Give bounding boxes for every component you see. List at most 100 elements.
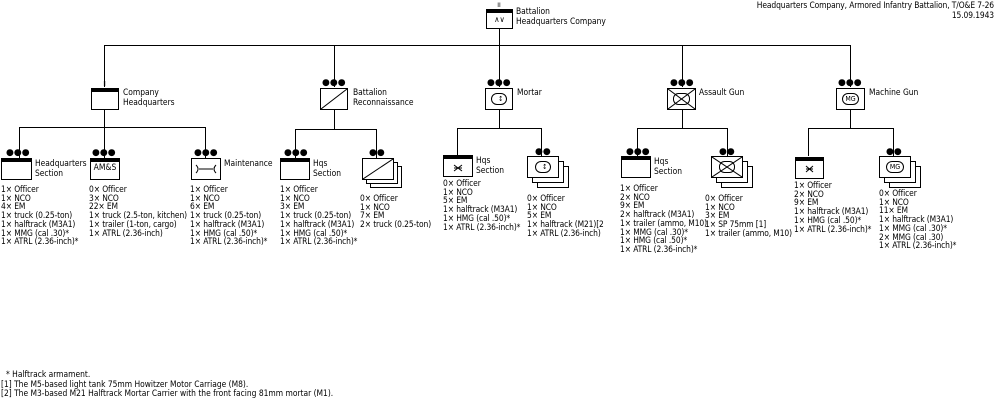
- roster-line: 1× Officer: [1, 184, 39, 194]
- coy-hq-label-1: Company: [123, 87, 159, 97]
- coy-hq-symbol: [91, 88, 119, 110]
- mortar-hqs-label-2: Section: [476, 165, 504, 175]
- mg-rank-dots: ●●●: [838, 78, 862, 88]
- ams-rank-dots: ●●●: [92, 148, 116, 158]
- roster-line: 1× ATRL (2.36-inch)*: [879, 240, 957, 251]
- roster-line: 1× halftrack (M3A1): [794, 206, 869, 217]
- roster-line: 1× HMG (cal .50)*: [443, 212, 511, 223]
- roster-line: 1× NCO: [705, 201, 735, 212]
- roster-line: 2× halftrack (M3A1): [620, 209, 695, 220]
- recon-hqs-label-2: Section: [313, 168, 341, 178]
- footnote-1: [1] The M5-based light tank 75mm Howitze…: [1, 378, 249, 389]
- roster-line: 1× Officer: [190, 184, 228, 194]
- mortar-symbol: ↕: [485, 88, 513, 110]
- assault-rank-dots: ●●●: [670, 78, 694, 88]
- recon-hqs-symbol: [280, 158, 310, 180]
- roster-line: 1× truck (0.25-ton): [280, 210, 352, 221]
- roster-line: 1× truck (0.25-ton): [1, 210, 73, 221]
- wrench-icon: [195, 164, 217, 174]
- recon-rank-dots: ●●●: [322, 78, 346, 88]
- battalion-hq-symbol: ∧∨: [486, 9, 513, 29]
- roster-line: 2× MMG (cal .30): [879, 231, 944, 242]
- roster-line: 1× halftrack (M3A1): [443, 204, 518, 215]
- roster-line: 0× Officer: [527, 193, 565, 203]
- roster-line: 1× ATRL (2.36-inch): [89, 227, 163, 238]
- recon-slash-icon: [321, 89, 347, 109]
- assault-squads-rank-dots: ●●: [719, 147, 735, 157]
- roster-line: 1× trailer (1-ton, cargo): [89, 218, 177, 229]
- roster-line: 0× Officer: [443, 178, 481, 188]
- roster-line: 1× NCO: [280, 192, 310, 203]
- roster-line: 3× EM: [280, 201, 305, 212]
- roster-line: 1× HMG (cal .50)*: [794, 214, 862, 225]
- assault-gun-symbol: [667, 88, 696, 110]
- footnote-2: [2] The M3-based M21 Halftrack Mortar Ca…: [1, 388, 334, 398]
- roster-line: 2× NCO: [794, 188, 824, 199]
- roster-line: 1× ATRL (2.36-inch): [527, 227, 601, 238]
- mg-label: Machine Gun: [869, 87, 919, 97]
- roster-line: 4× EM: [1, 201, 26, 212]
- roster-line: 1× NCO: [1, 192, 31, 203]
- roster-line: 1× NCO: [360, 201, 390, 212]
- maintenance-rank-dots: ●●●: [194, 148, 218, 158]
- mg-hq-symbol: [795, 157, 824, 179]
- roster-line: 11× EM: [879, 205, 908, 216]
- maintenance-symbol: [191, 158, 221, 180]
- roster-line: 0× Officer: [705, 193, 743, 203]
- assault-gun-icon: [712, 157, 742, 177]
- chart-title: Headquarters Company, Armored Infantry B…: [756, 0, 994, 10]
- roster-line: 5× EM: [443, 195, 468, 206]
- hq-section-rank-dots: ●●●: [6, 148, 30, 158]
- roster-line: 9× EM: [794, 197, 819, 208]
- roster-line: 1× HMG (cal .50)*: [190, 227, 258, 238]
- roster-line: 1× SP 75mm [1]: [705, 219, 767, 230]
- roster-line: 1× MMG (cal .30)*: [620, 226, 688, 237]
- ams-symbol: AM&S: [90, 158, 120, 180]
- roster-line: 1× truck (2.5-ton, kitchen): [89, 210, 187, 221]
- roster-line: 1× Officer: [620, 183, 658, 193]
- roster-line: 1× truck (0.25-ton): [190, 210, 262, 221]
- roster-line: 5× EM: [527, 210, 552, 221]
- chart-date: 15.09.1943: [951, 10, 994, 20]
- mortar-tube-icon: ↕: [491, 93, 507, 105]
- roster-line: 1× ATRL (2.36-inch)*: [794, 223, 872, 234]
- mortar-rank-dots: ●●●: [487, 78, 511, 88]
- assault-hqs-rank-dots: ●●●: [626, 147, 650, 157]
- roster-line: 1× ATRL (2.36-inch)*: [190, 236, 268, 247]
- mg-symbol-text: MG: [842, 93, 859, 105]
- roster-line: 9× EM: [620, 200, 645, 211]
- assault-gun-icon: [668, 89, 695, 109]
- roster-line: 1× halftrack (M3A1): [1, 218, 76, 229]
- roster-line: 1× trailer (ammo, M10): [705, 227, 792, 238]
- coy-hq-rank-marker: I: [103, 80, 106, 88]
- roster-line: 1× NCO: [879, 196, 909, 207]
- mortar-hqs-label-1: Hqs: [476, 155, 491, 165]
- roster-line: 1× halftrack (M21)[2: [527, 219, 604, 230]
- mortar-tube-icon: ↕: [535, 161, 551, 173]
- battalion-label-1: Battalion: [516, 6, 550, 16]
- roster-line: 0× Officer: [89, 184, 127, 194]
- roster-line: 1× Officer: [280, 184, 318, 194]
- roster-line: 0× Officer: [879, 188, 917, 198]
- roster-line: 0× Officer: [360, 193, 398, 203]
- roster-line: 7× EM: [360, 210, 385, 221]
- roster-line: 1× HMG (cal .50)*: [280, 227, 348, 238]
- assault-hqs-label-1: Hqs: [654, 156, 669, 166]
- roster-line: 6× EM: [190, 201, 215, 212]
- battalion-label-2: Headquarters Company: [516, 16, 606, 26]
- maintenance-label: Maintenance: [224, 158, 273, 168]
- roster-line: 1× ATRL (2.36-inch)*: [1, 236, 79, 247]
- hq-section-label-1: Headquarters: [35, 158, 87, 168]
- roster-line: 1× ATRL (2.36-inch)*: [620, 243, 698, 254]
- roster-line: 1× halftrack (M3A1): [280, 218, 355, 229]
- recon-squads-rank-dots: ●●: [369, 148, 385, 158]
- roster-line: 1× Officer: [794, 180, 832, 190]
- recon-symbol: [320, 88, 348, 110]
- roster-line: 1× halftrack (M3A1): [190, 218, 265, 229]
- hq-section-symbol: [1, 158, 32, 180]
- mortar-squads-rank-dots: ●●: [535, 147, 551, 157]
- roster-line: 1× halftrack (M3A1): [879, 214, 954, 225]
- coy-hq-label-2: Headquarters: [123, 97, 175, 107]
- mortar-hqs-symbol: [443, 155, 473, 177]
